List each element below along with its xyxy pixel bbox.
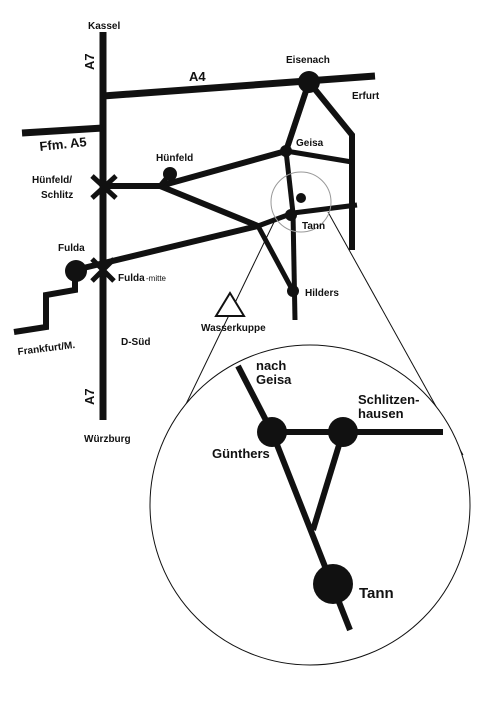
label-huenfeld: Hünfeld xyxy=(156,153,193,164)
eisenach-geisa-road xyxy=(283,81,312,152)
fulda-marker xyxy=(65,260,87,282)
tann-marker xyxy=(285,209,297,221)
hilders-marker xyxy=(287,285,299,297)
label-eisenach: Eisenach xyxy=(286,55,330,66)
label-wuerzburg: Würzburg xyxy=(84,434,131,445)
inset-label-hausen: hausen xyxy=(358,406,404,421)
label-huenfeld-schlitz-2: Schlitz xyxy=(41,190,73,201)
inset-guenthers-marker xyxy=(257,417,287,447)
huenfeld-schlitz-exit-icon xyxy=(90,174,118,200)
junction-hilders-road xyxy=(255,224,296,293)
inset-detail-map: nach Geisa Schlitzen- hausen Günthers Ta… xyxy=(149,344,471,666)
label-fulda: Fulda xyxy=(58,243,85,254)
inset-circle xyxy=(149,344,471,666)
label-erfurt: Erfurt xyxy=(352,91,380,102)
geisa-east-road xyxy=(285,148,353,165)
label-a7-top: A7 xyxy=(82,53,97,70)
eisenach-east-road xyxy=(306,80,355,250)
huenfeld-geisa-road xyxy=(159,148,287,189)
inset-label-tann: Tann xyxy=(359,585,394,602)
tann-hilders-road xyxy=(290,212,298,321)
inset-label-nach: nach xyxy=(256,358,286,373)
inset-label-guenthers: Günthers xyxy=(212,446,270,461)
guenthers-marker xyxy=(296,193,306,203)
inset-tann-marker xyxy=(313,564,353,604)
label-kassel: Kassel xyxy=(88,21,120,32)
a4-motorway xyxy=(102,72,376,100)
label-a4: A4 xyxy=(189,69,206,84)
fulda-mitte-exit-icon xyxy=(90,257,116,283)
a5-stub xyxy=(21,124,104,137)
label-huenfeld-schlitz-1: Hünfeld/ xyxy=(32,175,72,186)
fulda-junction-road xyxy=(74,223,259,273)
label-hilders: Hilders xyxy=(305,288,339,299)
geisa-marker xyxy=(280,145,292,157)
label-tann: Tann xyxy=(302,221,325,232)
magnifier-circle xyxy=(270,171,332,233)
label-frankfurt: Frankfurt/M. xyxy=(17,340,76,358)
huenfeld-junction-road xyxy=(158,183,260,229)
frankfurt-road xyxy=(13,270,78,335)
town-markers xyxy=(65,71,320,297)
label-ffm-a5: Ffm. A5 xyxy=(39,134,88,154)
label-d-sued: D-Süd xyxy=(121,337,150,348)
inset-schlitzenhausen-marker xyxy=(328,417,358,447)
huenfeld-marker xyxy=(163,167,177,181)
label-mitte: -mitte xyxy=(146,274,167,283)
label-fulda-mitte: Fulda xyxy=(118,273,145,284)
geisa-tann-road xyxy=(283,150,296,214)
inset-label-schlitzen: Schlitzen- xyxy=(358,392,419,407)
eisenach-marker xyxy=(298,71,320,93)
inset-road-schlitzenhausen-south xyxy=(310,431,346,531)
tann-east-road xyxy=(292,202,358,216)
label-geisa: Geisa xyxy=(296,138,324,149)
label-wasserkuppe: Wasserkuppe xyxy=(201,323,266,334)
wasserkuppe-mountain-icon xyxy=(214,291,246,317)
inset-label-geisa: Geisa xyxy=(256,372,292,387)
label-a7-bottom: A7 xyxy=(82,388,97,405)
